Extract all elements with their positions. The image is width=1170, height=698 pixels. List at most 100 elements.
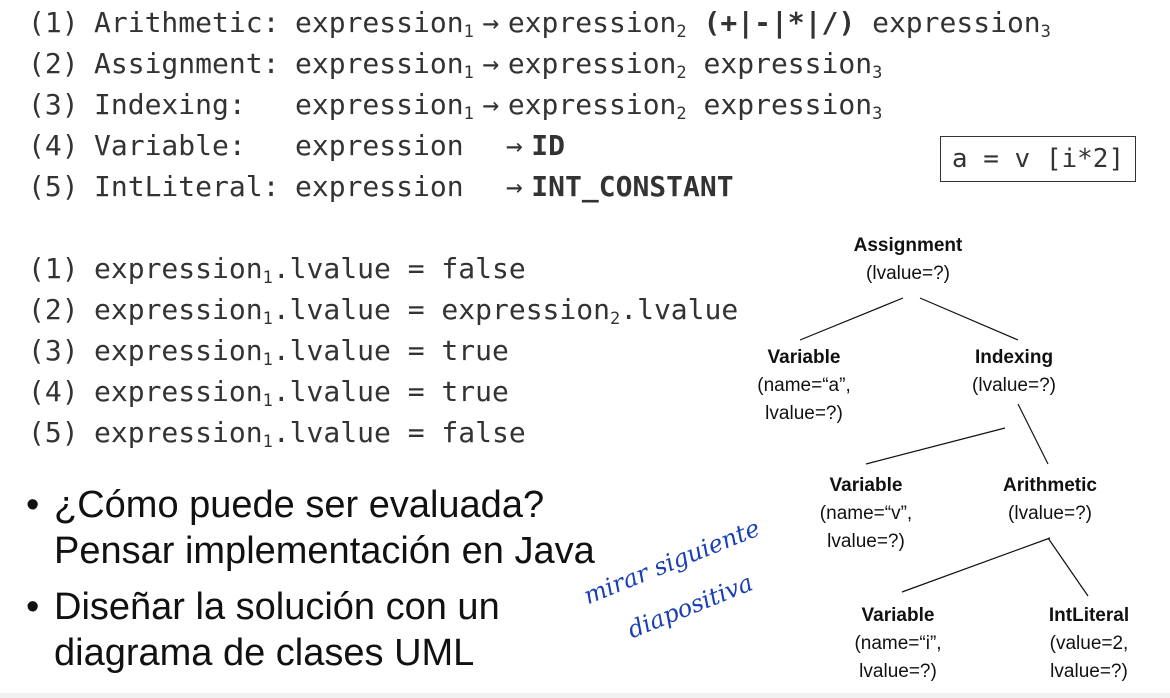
rule-rhs-subscript: 3 [872,104,883,124]
lvalue-attribute-rules: (1)expression1.lvalue = false(2)expressi… [28,248,738,453]
code-example: a = v [i*2] [951,144,1125,174]
attr-number: (5) [28,416,79,449]
attr-rest: .lvalue = false [272,252,526,285]
rule-lhs-subscript: 1 [463,22,474,42]
tree-node-attr: lvalue=?) [1050,661,1128,682]
attr-lhs-subscript: 1 [262,350,273,370]
tree-node-attr: (name=“v”, [819,503,913,524]
tree-node-name: Variable [829,475,903,496]
attr-rest: .lvalue = expression [272,293,610,326]
rule-number: (1) [28,6,79,39]
attr-tail: .lvalue [620,293,739,326]
grammar-rule: (2)Assignment:expression1→expression2 ex… [28,43,1051,84]
tree-node-attr: lvalue=?) [859,661,937,682]
attr-lhs-subscript: 1 [262,268,273,288]
rule-rhs-part: expression [686,88,873,121]
terminal-symbol: (+|-|*|/) [703,6,856,39]
rule-number: (4) [28,129,79,162]
attr-rest: .lvalue = false [272,416,526,449]
tree-node-attr: (lvalue=?) [1008,503,1092,524]
grammar-rule: (1)Arithmetic:expression1→expression2 (+… [28,2,1051,43]
tree-node-name: Indexing [974,347,1054,368]
grammar-rule: (5)IntLiteral:expression →INT_CONSTANT [28,166,1051,207]
edge-assignment-indexing [919,297,1019,341]
edge-indexing-arithmetic [1017,403,1049,465]
tree-node-attr: (value=2, [1049,633,1129,654]
attr-number: (1) [28,252,79,285]
arrow-icon: → [482,88,500,121]
terminal-symbol: INT_CONSTANT [531,170,734,203]
rule-rhs-subscript: 2 [676,63,687,83]
arrow-icon: → [505,170,523,203]
rule-number: (2) [28,47,79,80]
grammar-rules: (1)Arithmetic:expression1→expression2 (+… [28,2,1051,207]
attr-number: (2) [28,293,79,326]
tree-node-attr: lvalue=?) [765,403,843,424]
tree-node-arithmetic: Arithmetic (lvalue=?) [1003,472,1097,528]
tree-node-attr: (lvalue=?) [866,263,950,284]
rule-lhs: expression [295,170,464,203]
rule-kind: Variable: [94,129,246,162]
rule-kind: Indexing: [94,88,246,121]
rule-number: (3) [28,88,79,121]
rule-lhs: expression [295,88,464,121]
tree-node-attr: (lvalue=?) [972,375,1056,396]
bullet-icon: • [26,484,40,526]
rule-lhs: expression [295,6,464,39]
tree-node-variable: Variable (name=“v”, lvalue=?) [820,472,912,556]
terminal-symbol: ID [531,129,566,162]
rule-rhs-part: expression [507,6,677,39]
rule-rhs-part: expression [855,6,1041,39]
bullet-line: ¿Cómo puede ser evaluada? [54,484,545,526]
tree-node-intliteral: IntLiteral (value=2, lvalue=?) [1049,602,1129,686]
arrow-icon: → [482,6,500,39]
tree-node-name: Variable [767,347,841,368]
tree-node-name: Arithmetic [1003,475,1097,496]
tree-node-assignment: Assignment (lvalue=?) [854,232,963,288]
tree-node-name: Assignment [853,235,963,256]
tree-node-attr: (name=“a”, [757,375,851,396]
rule-kind: Assignment: [94,47,280,80]
rule-lhs-subscript: 1 [463,104,474,124]
edge-assignment-variable [799,297,904,341]
attr-lhs: expression [94,293,263,326]
attr-rest: .lvalue = true [272,334,509,367]
tree-node-name: Variable [861,605,935,626]
code-example-box: a = v [i*2] [940,136,1136,182]
tree-node-name: IntLiteral [1048,605,1130,626]
rule-rhs-subscript: 3 [1040,22,1051,42]
tree-node-variable: Variable(name=“i”,lvalue=?) [854,602,941,686]
attr-number: (3) [28,334,79,367]
attr-lhs-subscript: 1 [262,391,273,411]
attr-lhs: expression [94,334,263,367]
bullet-item: •¿Cómo puede ser evaluada?Pensar impleme… [26,482,595,574]
rule-lhs: expression [295,129,464,162]
rule-lhs: expression [295,47,464,80]
rule-rhs-part: expression [507,88,677,121]
rule-rhs-subscript: 3 [872,63,883,83]
attribute-rule: (4)expression1.lvalue = true [28,371,738,412]
tree-node-attr: lvalue=?) [827,531,905,552]
rule-kind: IntLiteral: [94,170,280,203]
bottom-edge [0,693,1170,698]
rule-lhs-subscript: 1 [463,63,474,83]
attribute-rule: (5)expression1.lvalue = false [28,412,738,453]
attribute-rule: (2)expression1.lvalue = expression2.lval… [28,289,738,330]
attribute-rule: (3) expression1.lvalue = true [28,330,738,371]
attr-number: (4) [28,375,79,408]
attr-lhs: expression [94,252,263,285]
attribute-rule: (1) expression1.lvalue = false [28,248,738,289]
attr-lhs: expression [94,375,263,408]
bullet-line: diagrama de clases UML [54,632,475,674]
edge-arithmetic-variable [901,537,1051,593]
tree-node-indexing: Indexing (lvalue=?) [972,344,1056,400]
rule-rhs-part: expression [686,47,873,80]
edge-arithmetic-intliteral [1047,537,1089,597]
attr-rhs-subscript: 2 [609,309,621,329]
attr-lhs: expression [94,416,263,449]
grammar-rule: (3)Indexing:expression1→expression2 expr… [28,84,1051,125]
bullet-list: •¿Cómo puede ser evaluada?Pensar impleme… [26,482,595,686]
grammar-rule: (4)Variable:expression →ID [28,125,1051,166]
